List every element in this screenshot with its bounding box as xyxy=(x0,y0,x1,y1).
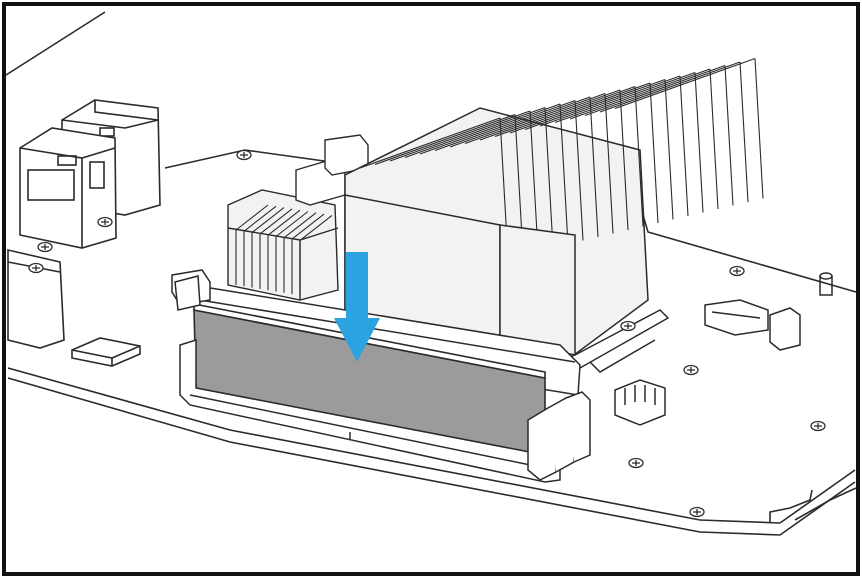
screw-icon xyxy=(236,149,252,161)
heatsink-fin xyxy=(584,64,734,206)
chip xyxy=(71,337,141,367)
heatsink-fin xyxy=(599,61,749,203)
heatsink-fin xyxy=(614,57,764,199)
mounting-screws xyxy=(28,149,826,518)
memory-module-top-edge xyxy=(193,303,546,379)
small-heatsink-fin xyxy=(275,211,309,292)
heatsink-fin xyxy=(404,106,554,248)
screw-icon xyxy=(37,241,53,253)
screw-icon xyxy=(729,265,745,277)
board-top-edge xyxy=(5,11,106,76)
heatsink-fin xyxy=(464,92,614,234)
heatsink-fin xyxy=(479,89,629,231)
screw-icon xyxy=(28,262,44,274)
screw-icon xyxy=(810,420,826,432)
small-heatsink-fin xyxy=(251,207,285,288)
heatsink-fin xyxy=(449,96,599,238)
io-port-front xyxy=(19,127,117,249)
small-box-left xyxy=(174,275,201,311)
small-heatsink-fin xyxy=(259,208,293,289)
heatsink-fin xyxy=(434,99,584,241)
small-header-right xyxy=(769,307,801,351)
screw-icon xyxy=(689,506,705,518)
screw-icon xyxy=(683,364,699,376)
heatsink-fin xyxy=(524,78,674,220)
small-heatsink-fins xyxy=(235,204,333,296)
standoff-post xyxy=(819,272,833,296)
small-heatsink-fin xyxy=(243,205,277,287)
arrow-head xyxy=(334,318,380,362)
motherboard xyxy=(5,11,857,536)
sata-connector xyxy=(704,299,769,336)
small-heatsink-fin xyxy=(291,213,325,295)
board-front-edge xyxy=(7,377,856,536)
heatsink-fin xyxy=(419,103,569,245)
screw-icon xyxy=(628,457,644,469)
fan-header xyxy=(614,379,666,426)
screw-icon xyxy=(97,216,113,228)
small-heatsink-fin xyxy=(267,209,301,291)
cpu-heatsink-front-face xyxy=(344,194,576,356)
screw-icon xyxy=(620,320,636,332)
down-arrow-icon xyxy=(334,252,380,362)
small-heatsink-fin xyxy=(283,212,317,293)
heatsink-fin xyxy=(554,71,704,213)
board-slot-notch xyxy=(769,489,813,523)
heatsink-fin xyxy=(569,68,719,210)
board-edge-right xyxy=(794,487,857,521)
slot-latch-right[interactable] xyxy=(527,391,591,481)
heatsink-base xyxy=(574,309,670,373)
arrow-shaft xyxy=(346,252,368,320)
heatsink-fin xyxy=(539,75,689,217)
heatsink-fin xyxy=(494,85,644,227)
heatsink-fin xyxy=(509,82,659,224)
small-heatsink-fin xyxy=(299,214,333,296)
small-heatsink-fin xyxy=(235,204,269,285)
heatsink-fin xyxy=(389,110,539,252)
